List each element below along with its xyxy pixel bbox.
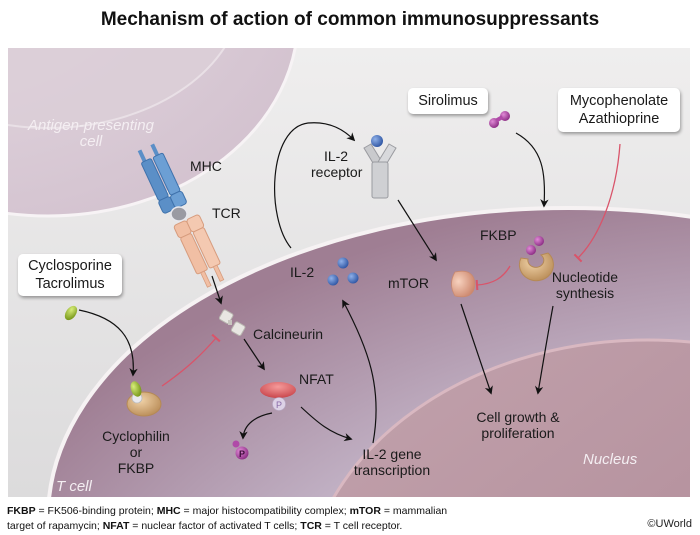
arrow-mtor-growth [460,303,493,395]
apc-label: Antigen-presenting cell [26,118,156,150]
immunophilin-label: Cyclophilin or FKBP [96,428,176,476]
nucleus-label: Nucleus [583,451,638,468]
il2-gene-label-line1: IL-2 gene [362,446,422,462]
il2-molecules [327,257,359,286]
nucleotide-synthesis-label: Nucleotide synthesis [540,269,630,301]
abbr-def: = major histocompatibility complex; [180,505,350,517]
immunophilin-label-line1: Cyclophilin [102,428,170,444]
il2-bound [371,135,383,147]
drug-tacrolimus: Tacrolimus [35,276,105,292]
antigen-peptide [170,206,188,222]
arrow-cyclosporine-cyclophilin [78,309,138,377]
activation-arrows [78,122,554,444]
nucleus [332,338,690,497]
abbreviations-footer: FKBP = FK506-binding protein; MHC = majo… [7,504,447,534]
tcr-label: TCR [212,205,241,221]
footer-line-2: target of rapamycin; NFAT = nuclear fact… [7,519,447,534]
arrow-sirolimus-fkbp [515,132,549,208]
il2-gene-transcription-label: IL-2 gene transcription [346,446,438,478]
arrow-calcineurin-nfat [243,338,265,371]
arrow-receptor-mtor [397,199,437,262]
drug-azathioprine: Azathioprine [578,111,660,127]
abbr-term: MHC [156,505,181,517]
calcineurin-label: Calcineurin [253,326,324,342]
diagram-panel: P P Antigen-presentin [8,48,690,497]
il2-receptor-label: IL-2 receptor [311,148,363,180]
footer-line-1: FKBP = FK506-binding protein; MHC = majo… [7,504,447,519]
svg-text:P: P [239,449,245,459]
tcell-label: T cell [56,478,92,495]
drug-cyclosporine: Cyclosporine [28,258,112,274]
il2-receptor-molecule [363,135,397,199]
abbr-def: = FK506-binding protein; [35,505,157,517]
apc-label-line1: Antigen-presenting [28,117,154,134]
il2-gene-label-line2: transcription [353,462,431,478]
phosphate-bound-label: P [276,400,282,410]
abbr-def: target of rapamycin; [7,520,103,532]
mtor-label: mTOR [388,275,429,291]
abbr-def: = nuclear factor of activated T cells; [129,520,301,532]
mhc-molecule [137,143,187,214]
nfat-molecule [260,382,296,398]
arrow-nfat-il2-gene [300,406,353,442]
drug-box-antimetabolites: Mycophenolate Azathioprine [558,88,680,132]
il2-label: IL-2 [290,264,315,280]
arrow-tcr-calcineurin [211,275,223,305]
drug-mycophenolate: Mycophenolate [569,93,669,109]
immunophilin-label-line3: FKBP [117,460,155,476]
inhibition-lines [161,143,621,387]
abbr-term: TCR [300,520,322,532]
arrow-il2-gene-il2 [342,299,377,444]
il2-receptor-label-line2: receptor [311,164,363,180]
cell-growth-label: Cell growth & proliferation [468,409,568,441]
figure-title: Mechanism of action of common immunosupp… [100,9,600,30]
arrow-nfat-phosphate [239,412,273,440]
immunophilin-label-line2: or [129,444,143,460]
abbr-def: = T cell receptor. [321,520,403,532]
phosphate-released: P [232,440,249,460]
nucleotide-label-line2: synthesis [555,285,615,301]
arrow-il2-receptor [274,122,356,249]
sirolimus-molecule [489,111,510,128]
antigen-presenting-cell [8,48,297,218]
cyclosporine-molecule [64,305,78,321]
drug-sirolimus: Sirolimus [418,93,478,109]
abbr-term: FKBP [7,505,36,517]
copyright-notice: ©UWorld [647,518,692,530]
tcr-molecule [173,214,225,288]
cyclophilin-complex [126,381,162,417]
phosphate-bound [272,397,286,411]
fkbp-label: FKBP [480,227,517,243]
inhibit-calcineurin [161,333,221,387]
drug-box-sirolimus: Sirolimus [408,88,488,114]
inhibit-nucleotide-synthesis [573,143,621,263]
growth-label-line2: proliferation [481,425,555,441]
nfat-label: NFAT [299,371,334,387]
fkbp-sirolimus-complex [518,236,554,282]
apc-label-line2: cell [79,133,103,150]
abbr-term: NFAT [102,520,130,532]
inhibit-mtor [475,265,511,291]
calcineurin-molecule [218,309,246,336]
growth-label-line1: Cell growth & [476,409,560,425]
nucleotide-label-line1: Nucleotide [551,269,619,285]
il2-receptor-label-line1: IL-2 [323,148,349,164]
mhc-label: MHC [190,158,222,174]
abbr-def: = mammalian [380,505,448,517]
abbr-term: mTOR [349,505,381,517]
drug-box-calcineurin-inhibitors: Cyclosporine Tacrolimus [18,254,122,296]
arrow-nucleotide-growth [534,305,554,395]
